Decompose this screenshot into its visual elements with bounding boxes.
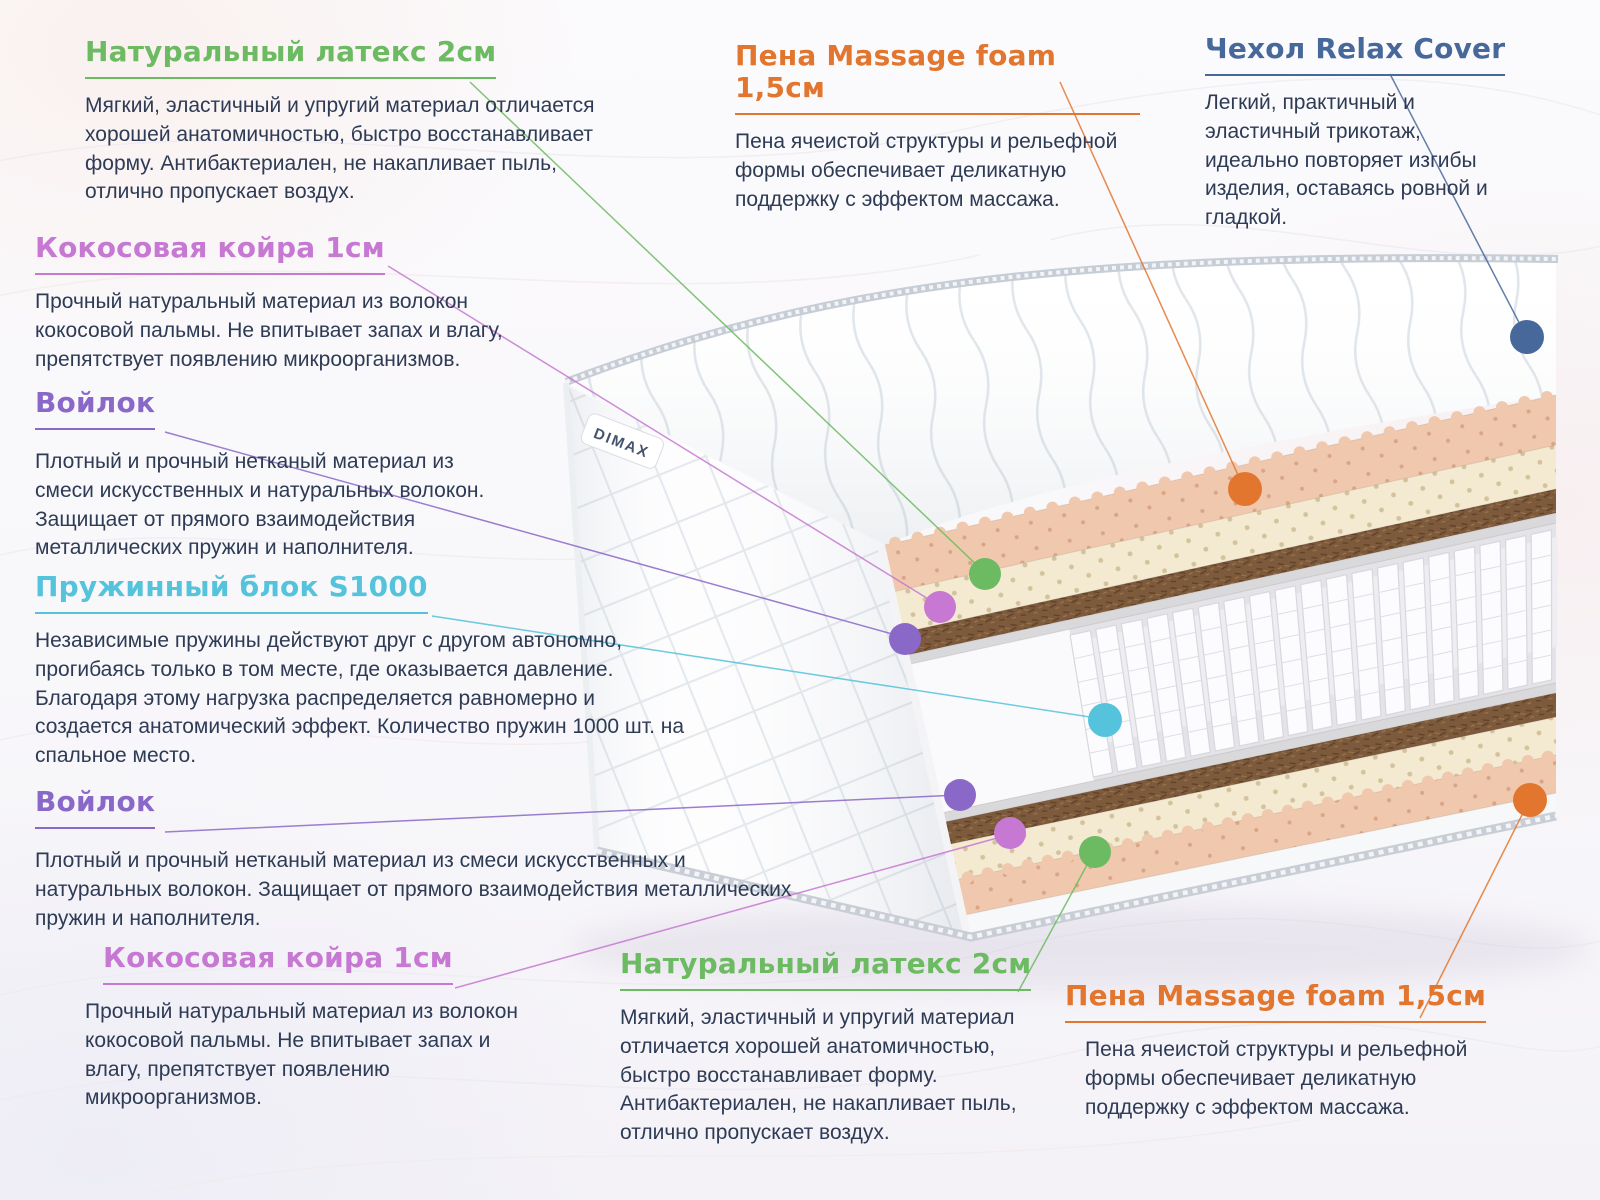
section-felt-bottom: Войлок Плотный и прочный нетканый матери…	[35, 785, 805, 933]
section-latex-top-title: Натуральный латекс 2см	[85, 35, 497, 80]
section-latex-bottom: Натуральный латекс 2см Мягкий, эластичны…	[620, 947, 1040, 1148]
section-foam-top-title: Пена Massage foam 1,5см	[735, 39, 1140, 116]
line-coir-bottom	[454, 834, 1009, 989]
section-latex-top-body: Мягкий, эластичный и упругий материал от…	[85, 94, 595, 204]
line-foam-top	[1059, 81, 1244, 487]
line-springs	[431, 615, 1104, 720]
dot-coir-top	[924, 591, 956, 623]
dot-coir-bottom	[994, 817, 1026, 849]
mattress-shadow	[570, 906, 1590, 990]
section-latex-top: Натуральный латекс 2см Мягкий, эластичны…	[85, 35, 605, 207]
section-foam-top: Пена Massage foam 1,5см Пена ячеистой ст…	[735, 39, 1140, 215]
mattress: DIMAX	[563, 254, 1559, 942]
section-latex-bottom-title: Натуральный латекс 2см	[620, 947, 1032, 992]
callout-lines	[164, 73, 1529, 1019]
section-cover: Чехол Relax Cover Легкий, практичный и э…	[1205, 32, 1510, 233]
dot-foam-bottom	[1513, 783, 1547, 817]
mattress-layers	[884, 391, 1558, 936]
section-cover-body: Легкий, практичный и эластичный трикотаж…	[1205, 91, 1488, 230]
section-springs-body: Независимые пружины действуют друг с дру…	[35, 629, 685, 768]
line-coir-top	[387, 265, 939, 606]
callout-dots	[889, 320, 1547, 868]
section-felt-top-body: Плотный и прочный нетканый материал из с…	[35, 450, 485, 560]
section-springs-title: Пружинный блок S1000	[35, 570, 428, 615]
dot-cover	[1510, 320, 1544, 354]
section-coir-top-title: Кокосовая койра 1см	[35, 231, 385, 276]
section-cover-title: Чехол Relax Cover	[1205, 32, 1506, 77]
section-felt-bottom-title: Войлок	[35, 785, 156, 830]
section-latex-bottom-body: Мягкий, эластичный и упругий материал от…	[620, 1006, 1017, 1145]
section-foam-bottom: Пена Massage foam 1,5см Пена ячеистой ст…	[1065, 979, 1510, 1122]
line-felt-bottom	[164, 794, 959, 833]
section-coir-top-body: Прочный натуральный материал из волокон …	[35, 290, 503, 371]
line-felt-top	[164, 431, 904, 638]
dot-latex-top	[969, 558, 1001, 590]
section-foam-bottom-title: Пена Massage foam 1,5см	[1065, 979, 1487, 1024]
dot-latex-bottom	[1079, 836, 1111, 868]
section-foam-bottom-body: Пена ячеистой структуры и рельефной форм…	[1085, 1038, 1468, 1119]
line-foam-bottom	[1419, 802, 1529, 1019]
line-latex-bottom	[1017, 853, 1094, 993]
section-felt-top: Войлок Плотный и прочный нетканый матери…	[35, 386, 495, 563]
dot-springs	[1088, 703, 1122, 737]
line-cover	[1389, 73, 1526, 335]
section-felt-top-title: Войлок	[35, 386, 156, 431]
section-foam-top-body: Пена ячеистой структуры и рельефной форм…	[735, 130, 1118, 211]
dot-foam-top	[1228, 472, 1262, 506]
dot-felt-top	[889, 623, 921, 655]
line-latex-top	[469, 81, 984, 572]
section-springs: Пружинный блок S1000 Независимые пружины…	[35, 570, 695, 771]
section-coir-bottom: Кокосовая койра 1см Прочный натуральный …	[85, 941, 535, 1113]
section-coir-top: Кокосовая койра 1см Прочный натуральный …	[35, 231, 535, 374]
section-felt-bottom-body: Плотный и прочный нетканый материал из с…	[35, 849, 792, 930]
section-coir-bottom-title: Кокосовая койра 1см	[103, 941, 453, 986]
section-coir-bottom-body: Прочный натуральный материал из волокон …	[85, 1000, 519, 1110]
dot-felt-bottom	[944, 779, 976, 811]
